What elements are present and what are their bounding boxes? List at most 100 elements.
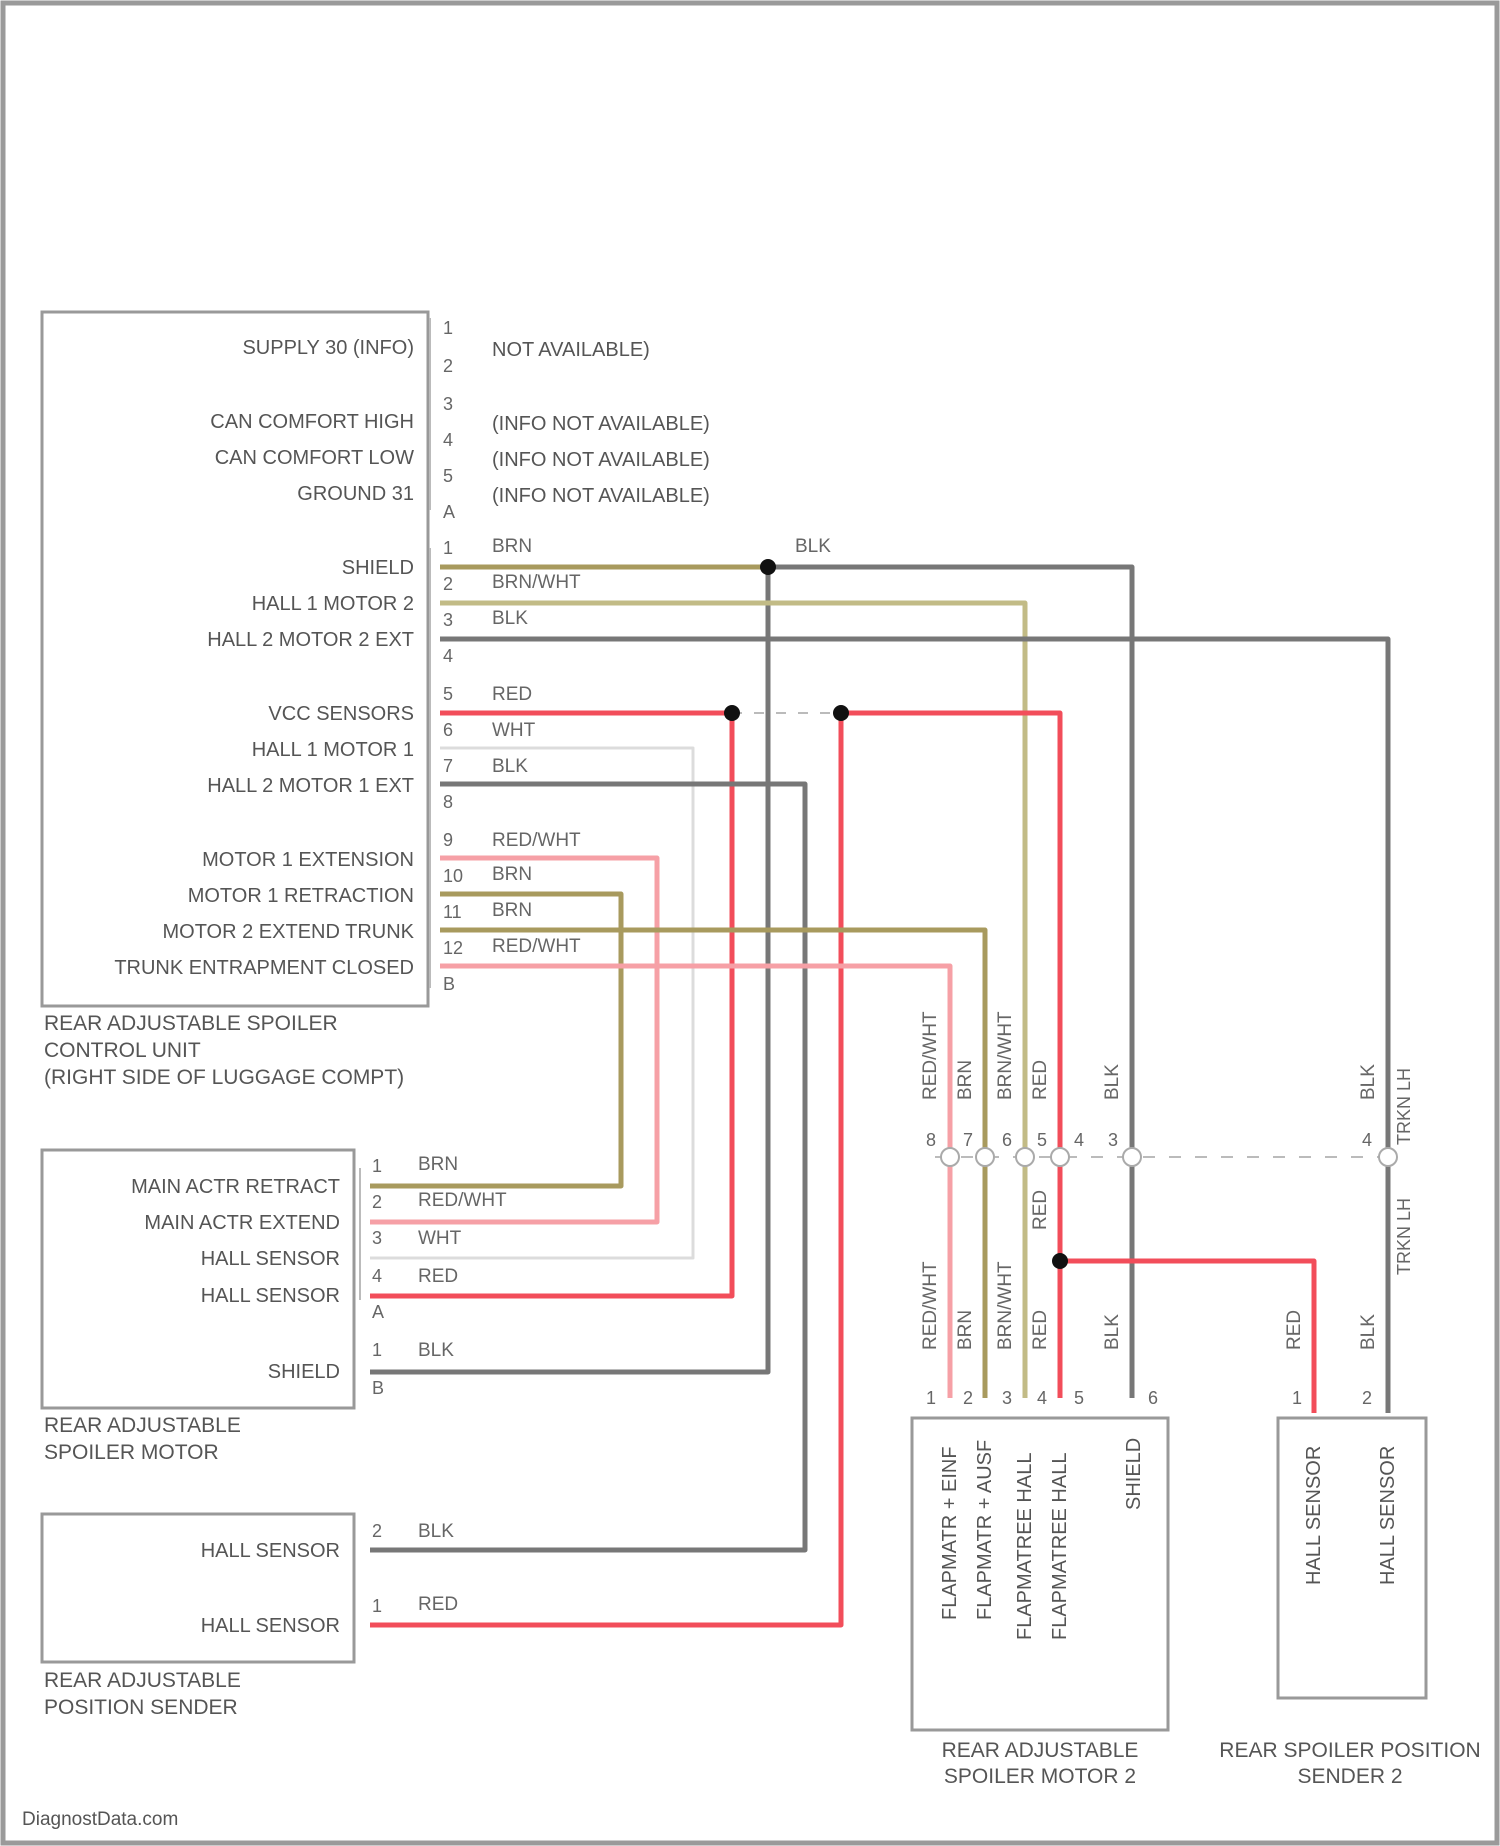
- ic-pin-number: 7: [963, 1130, 973, 1150]
- position-sender-2: 1 2 HALL SENSOR HALL SENSOR REAR SPOILER…: [1219, 1388, 1480, 1788]
- ic-wire-color: BRN/WHT: [995, 1011, 1016, 1100]
- ps-wire-color: RED: [418, 1594, 458, 1615]
- sm-pin-number: 3: [372, 1228, 382, 1248]
- sm-wire-color: RED/WHT: [418, 1190, 507, 1211]
- ic-pin-number: 6: [1002, 1130, 1012, 1150]
- sm-pin-number: 4: [372, 1266, 382, 1286]
- cu-b-pin-number: 7: [443, 756, 453, 776]
- sm2-wire-color: RED/WHT: [920, 1261, 941, 1350]
- cu-a-pin-number: 5: [443, 466, 453, 486]
- cu-b-pin-number: 1: [443, 538, 453, 558]
- cu-b-wire-color: RED/WHT: [492, 830, 581, 851]
- ps2-wire-color: RED: [1284, 1310, 1305, 1350]
- cu-b-pin-label: SHIELD: [342, 557, 414, 579]
- cu-b-wire-color: BLK: [492, 608, 528, 629]
- sm-wire-color: BLK: [418, 1340, 454, 1361]
- sm-wire-color: RED: [418, 1266, 458, 1287]
- ic-pin-number: 4: [1074, 1130, 1084, 1150]
- sm-wire-color: BRN: [418, 1154, 458, 1175]
- ic-wire-color: RED: [1030, 1060, 1051, 1100]
- wire-motor2-extend: [440, 930, 985, 1398]
- ps2-caption-line: SENDER 2: [1297, 1765, 1402, 1788]
- sm2-wire-color: BRN: [955, 1310, 976, 1350]
- cu-b-pin-number: 12: [443, 938, 463, 958]
- ps2-pin-label: HALL SENSOR: [1377, 1446, 1399, 1585]
- sm2-pin-number: 6: [1148, 1388, 1158, 1408]
- sm-pin-label: SHIELD: [268, 1361, 340, 1383]
- cu-b-pin-label: VCC SENSORS: [268, 703, 414, 725]
- cu-b-wire-color: RED: [492, 684, 532, 705]
- cu-a-pin-number: 4: [443, 430, 453, 450]
- sm2-pin-label: FLAPMATR + AUSF: [974, 1440, 996, 1620]
- inline-connector: [935, 1148, 1400, 1166]
- sm2-pin-label: FLAPMATR + EINF: [939, 1446, 961, 1620]
- ic-right-label-bottom: TRKN LH: [1394, 1198, 1414, 1275]
- cu-a-pin-label: SUPPLY 30 (INFO): [242, 337, 414, 359]
- cu-junction-wire-color: BLK: [795, 536, 831, 557]
- cu-a-pin-note: NOT AVAILABLE): [492, 339, 650, 361]
- ic-wire-color: BLK: [1102, 1064, 1123, 1100]
- wire-trunk-entrapment: [440, 966, 950, 1398]
- ps-caption-line: POSITION SENDER: [44, 1696, 238, 1719]
- ic-right-wire-color: BLK: [1358, 1064, 1379, 1100]
- sm-pin-label: MAIN ACTR RETRACT: [131, 1176, 340, 1198]
- cu-b-wire-color: BLK: [492, 756, 528, 777]
- cu-caption-line: REAR ADJUSTABLE SPOILER: [44, 1012, 338, 1035]
- wire-hall1-motor1: [370, 748, 693, 1258]
- cu-connector-a-label: A: [443, 502, 455, 522]
- cu-b-pin-number: 4: [443, 646, 453, 666]
- cu-caption-line: CONTROL UNIT: [44, 1039, 201, 1062]
- sm2-caption-line: SPOILER MOTOR 2: [944, 1765, 1136, 1788]
- sm-connector-a-label: A: [372, 1302, 384, 1322]
- cu-b-pin-label: MOTOR 2 EXTEND TRUNK: [162, 921, 414, 943]
- sm2-pin-label: FLAPMATREE HALL: [1014, 1453, 1036, 1640]
- ic-wire-color: BRN: [955, 1060, 976, 1100]
- cu-a-pin-note: (INFO NOT AVAILABLE): [492, 485, 710, 507]
- ps-pin-number: 1: [372, 1596, 382, 1616]
- ic-right-pin-number: 4: [1362, 1130, 1372, 1150]
- cu-b-wire-color: BRN: [492, 536, 532, 557]
- cu-b-pin-label: HALL 1 MOTOR 2: [252, 593, 414, 615]
- ic-pin-number: 5: [1037, 1130, 1047, 1150]
- sm2-pin-number: 2: [963, 1388, 973, 1408]
- cu-b-pin-label: HALL 1 MOTOR 1: [252, 739, 414, 761]
- ps-pin-number: 2: [372, 1521, 382, 1541]
- ps-wire-color: BLK: [418, 1521, 454, 1542]
- sm2-wire-color: BRN/WHT: [995, 1261, 1016, 1350]
- cu-a-pin-label: CAN COMFORT LOW: [215, 447, 414, 469]
- sm-pin-label: MAIN ACTR EXTEND: [144, 1212, 340, 1234]
- wire-branch-sender2: [1060, 1261, 1314, 1413]
- cu-b-wire-color: WHT: [492, 720, 536, 741]
- cu-b-pin-number: 10: [443, 866, 463, 886]
- ps2-pin-number: 2: [1362, 1388, 1372, 1408]
- sm-caption-line: SPOILER MOTOR: [44, 1441, 219, 1464]
- cu-b-pin-number: 6: [443, 720, 453, 740]
- inline-connector-labels: RED/WHT BRN BRN/WHT RED BLK BLK TRKN LH …: [920, 1011, 1414, 1350]
- watermark-text: DiagnostData.com: [22, 1809, 178, 1830]
- spoiler-motor: A B MAIN ACTR RETRACT 1 BRN MAIN ACTR EX…: [42, 1150, 507, 1464]
- sm-pin-number: 1: [372, 1156, 382, 1176]
- cu-b-wire-color: RED/WHT: [492, 936, 581, 957]
- cu-b-pin-number: 2: [443, 574, 453, 594]
- sm2-pin-number: 5: [1074, 1388, 1084, 1408]
- sm2-pin-number: 4: [1037, 1388, 1047, 1408]
- cu-a-pin-label: CAN COMFORT HIGH: [210, 411, 414, 433]
- cu-b-pin-label: HALL 2 MOTOR 2 EXT: [207, 629, 414, 651]
- sm2-wire-color: RED: [1030, 1310, 1051, 1350]
- cu-b-pin-number: 9: [443, 830, 453, 850]
- cu-a-pin-label: GROUND 31: [297, 483, 414, 505]
- cu-b-pin-label: HALL 2 MOTOR 1 EXT: [207, 775, 414, 797]
- junction-dot: [724, 705, 740, 721]
- sm-pin-label: HALL SENSOR: [201, 1285, 340, 1307]
- ic-pin-number: 8: [926, 1130, 936, 1150]
- cu-b-pin-number: 8: [443, 792, 453, 812]
- sm2-pin-number: 3: [1002, 1388, 1012, 1408]
- ps2-pin-label: HALL SENSOR: [1303, 1446, 1325, 1585]
- cu-b-pin-label: MOTOR 1 RETRACTION: [188, 885, 414, 907]
- cu-a-pin-number: 3: [443, 394, 453, 414]
- cu-b-pin-label: MOTOR 1 EXTENSION: [202, 849, 414, 871]
- cu-b-wire-color: BRN/WHT: [492, 572, 581, 593]
- sm-pin-number: 1: [372, 1340, 382, 1360]
- junction-dot: [833, 705, 849, 721]
- sm-pin-label: HALL SENSOR: [201, 1248, 340, 1270]
